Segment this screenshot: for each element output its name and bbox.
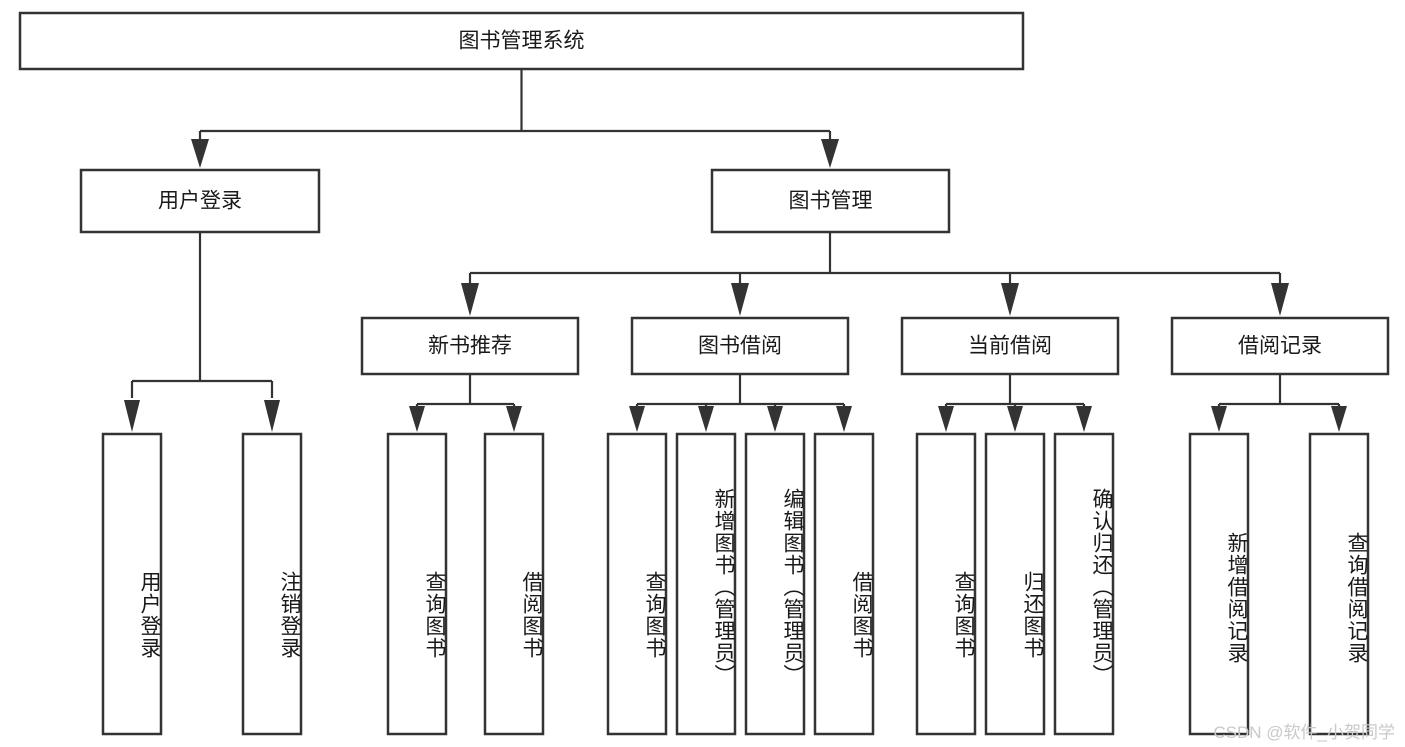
- node-borrow-record-box[interactable]: [1170, 316, 1390, 376]
- node-current-borrow-label: 当前借阅: [968, 335, 1052, 358]
- connector-group-book-borrow: [629, 374, 852, 432]
- leaf-box-query-book-borrow[interactable]: [606, 432, 668, 736]
- leaf-box-borrow-book[interactable]: [813, 432, 875, 736]
- arrowhead-icon: [698, 406, 714, 432]
- arrowhead-icon: [461, 283, 479, 316]
- arrowhead-icon: [124, 400, 140, 432]
- arrowhead-icon: [264, 400, 280, 432]
- leaf-box-add-borrow-record[interactable]: [1188, 432, 1250, 736]
- node-root[interactable]: 图书管理系统: [18, 11, 1025, 71]
- node-user-login-box[interactable]: [79, 168, 321, 234]
- node-book-borrow-label: 图书借阅: [698, 335, 782, 358]
- arrowhead-icon: [1331, 406, 1347, 432]
- arrowhead-icon: [1211, 406, 1227, 432]
- node-root-label: 图书管理系统: [459, 30, 585, 53]
- arrowhead-icon: [1001, 283, 1019, 316]
- leaf-box-logout[interactable]: [241, 432, 303, 736]
- node-borrow-record[interactable]: 借阅记录: [1170, 316, 1390, 376]
- arrowhead-icon: [1271, 283, 1289, 316]
- arrowhead-icon: [821, 139, 839, 168]
- leaf-box-user-login[interactable]: [101, 432, 163, 736]
- node-current-borrow[interactable]: 当前借阅: [900, 316, 1120, 376]
- arrowhead-icon: [191, 139, 209, 168]
- connector-group-borrow-record: [1211, 374, 1347, 432]
- node-new-book-recommend-box[interactable]: [360, 316, 580, 376]
- node-borrow-record-label: 借阅记录: [1238, 335, 1322, 358]
- arrowhead-icon: [506, 406, 522, 432]
- arrowhead-icon: [767, 406, 783, 432]
- node-book-borrow[interactable]: 图书借阅: [630, 316, 850, 376]
- arrowhead-icon: [938, 406, 954, 432]
- connector-group-current-borrow: [938, 374, 1092, 432]
- leaf-box-confirm-return-admin[interactable]: [1053, 432, 1115, 736]
- node-book-management[interactable]: 图书管理: [710, 168, 951, 234]
- leaf-box-query-book-newbook[interactable]: [386, 432, 448, 736]
- leaf-boxes-group: [101, 432, 1370, 736]
- arrowhead-icon: [629, 406, 645, 432]
- node-book-borrow-box[interactable]: [630, 316, 850, 376]
- arrowhead-icon: [836, 406, 852, 432]
- leaf-box-query-book-current[interactable]: [915, 432, 977, 736]
- leaf-box-borrow-book-newbook[interactable]: [483, 432, 545, 736]
- arrowhead-icon: [1076, 406, 1092, 432]
- node-new-book-recommend-label: 新书推荐: [428, 335, 512, 358]
- connector-group-book-mgmt: [461, 232, 1289, 316]
- node-root-box[interactable]: [18, 11, 1025, 71]
- node-user-login[interactable]: 用户登录: [79, 168, 321, 234]
- connector-group-new-book: [409, 374, 522, 432]
- leaf-box-edit-book-admin[interactable]: [744, 432, 806, 736]
- leaf-box-query-borrow-record[interactable]: [1308, 432, 1370, 736]
- node-book-management-box[interactable]: [710, 168, 951, 234]
- leaf-box-add-book-admin[interactable]: [675, 432, 737, 736]
- arrowhead-icon: [731, 283, 749, 316]
- node-new-book-recommend[interactable]: 新书推荐: [360, 316, 580, 376]
- csdn-watermark: CSDN @软件_小贺同学: [1213, 723, 1395, 742]
- arrowhead-icon: [1007, 406, 1023, 432]
- node-book-management-label: 图书管理: [789, 190, 873, 213]
- leaf-box-return-book[interactable]: [984, 432, 1046, 736]
- node-user-login-label: 用户登录: [158, 190, 242, 213]
- node-current-borrow-box[interactable]: [900, 316, 1120, 376]
- connector-group-root: [191, 69, 839, 168]
- connector-group-user-login: [124, 232, 280, 432]
- arrowhead-icon: [409, 406, 425, 432]
